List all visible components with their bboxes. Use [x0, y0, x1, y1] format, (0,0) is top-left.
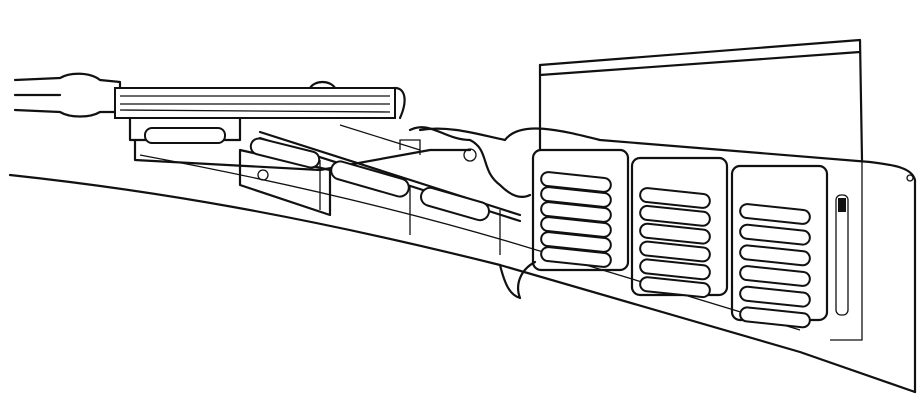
cartridge: [739, 306, 811, 329]
cartridge: [639, 258, 711, 281]
stock: [8, 127, 917, 394]
cartridge: [639, 187, 711, 209]
compartment: [531, 148, 630, 272]
cartridge: [639, 222, 711, 245]
magazine-lid: [538, 38, 864, 341]
cartridge: [540, 246, 612, 268]
cartridge: [639, 204, 711, 227]
cartridge: [739, 285, 811, 308]
indicator-slot: [835, 194, 849, 316]
cartridge: [739, 244, 811, 267]
feed-tube: [238, 137, 501, 255]
magazine-compartments: [531, 148, 829, 329]
cartridge: [639, 276, 711, 299]
cartridge: [739, 265, 811, 287]
cartridge: [739, 223, 811, 246]
bolt-housing: [114, 87, 396, 119]
indicator-marker: [838, 198, 846, 212]
cartridge: [739, 203, 811, 225]
cartridge: [639, 240, 711, 263]
